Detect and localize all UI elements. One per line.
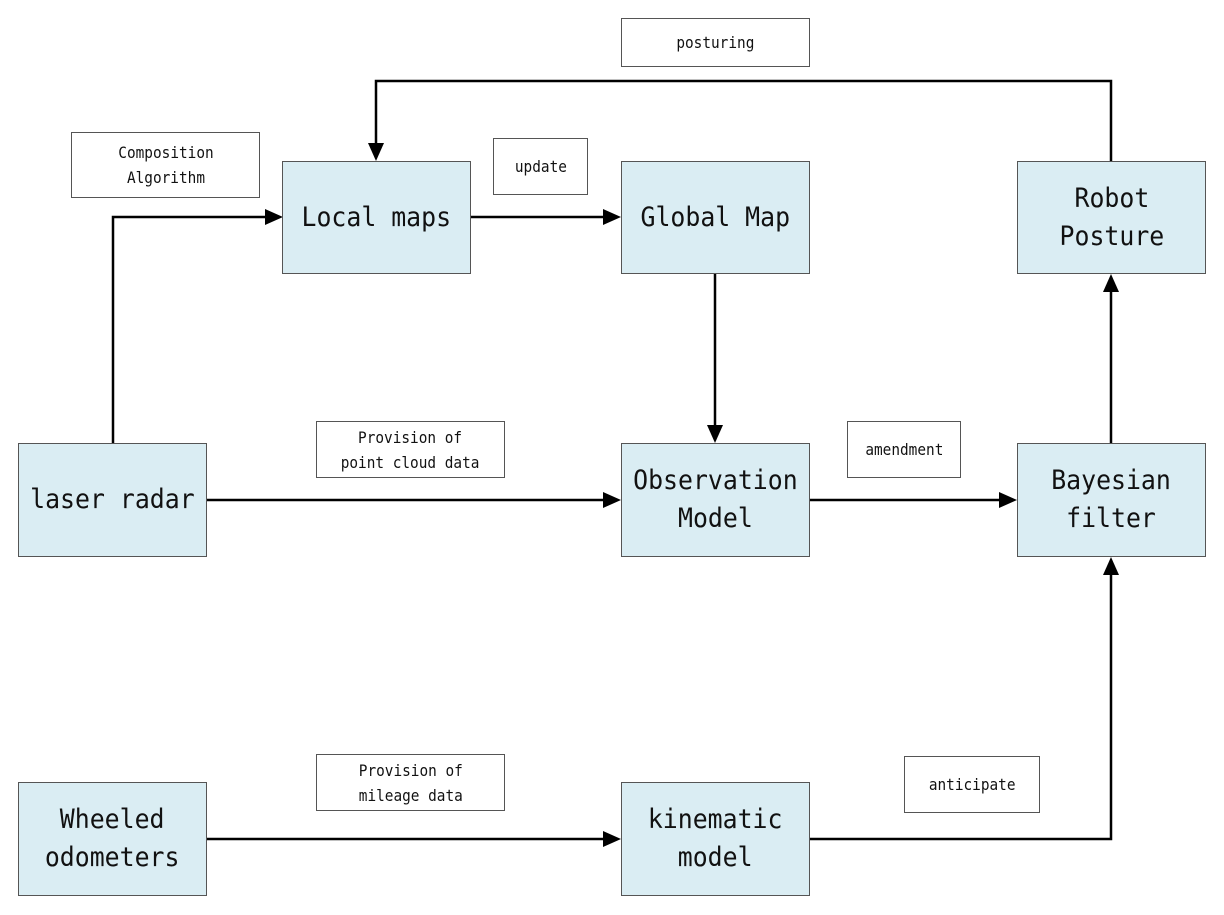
label-mileage-text: Provision of mileage data <box>358 760 463 805</box>
label-point-cloud: Provision of point cloud data <box>316 421 505 478</box>
node-kinematic-model[interactable]: kinematic model <box>621 782 810 896</box>
label-composition-algorithm: Composition Algorithm <box>71 132 260 198</box>
arrowhead-bayesian-filter-left <box>999 492 1017 508</box>
edge-laser-radar-to-local-maps <box>111 215 270 443</box>
label-point-cloud-text: Provision of point cloud data <box>341 427 480 472</box>
arrowhead-global-map-left <box>603 209 621 225</box>
node-laser-radar[interactable]: laser radar <box>18 443 207 557</box>
label-anticipate: anticipate <box>904 756 1040 813</box>
node-wheeled-odometers-text: Wheeled odometers <box>45 804 180 873</box>
arrowhead-observation-model-left <box>603 492 621 508</box>
edge-kinematic-model-to-bayesian-filter <box>810 570 1113 841</box>
edge-robot-posture-to-local-maps <box>374 79 1113 161</box>
arrowhead-observation-model-top <box>707 425 723 443</box>
arrowhead-local-maps-left <box>265 209 283 225</box>
node-local-maps[interactable]: Local maps <box>282 161 471 274</box>
node-robot-posture[interactable]: Robot Posture <box>1017 161 1206 274</box>
label-update: update <box>493 138 588 195</box>
arrowhead-bayesian-filter-bottom <box>1103 557 1119 575</box>
label-posturing: posturing <box>621 18 810 67</box>
node-robot-posture-text: Robot Posture <box>1059 182 1164 252</box>
node-observation-model[interactable]: Observation Model <box>621 443 810 557</box>
label-composition-algorithm-text: Composition Algorithm <box>117 143 214 187</box>
node-global-map[interactable]: Global Map <box>621 161 810 274</box>
node-observation-model-text: Observation Model <box>633 465 798 534</box>
node-bayesian-filter[interactable]: Bayesian filter <box>1017 443 1206 557</box>
node-bayesian-filter-text: Bayesian filter <box>1051 465 1172 534</box>
label-update-text: update <box>514 157 567 176</box>
node-wheeled-odometers[interactable]: Wheeled odometers <box>18 782 207 896</box>
node-kinematic-model-text: kinematic model <box>648 804 783 873</box>
node-global-map-text: Global Map <box>640 201 791 233</box>
arrowhead-local-maps-top <box>368 143 384 161</box>
arrowhead-robot-posture-bottom <box>1103 274 1119 292</box>
arrowhead-kinematic-model-left <box>603 831 621 847</box>
label-anticipate-text: anticipate <box>928 775 1016 794</box>
label-posturing-text: posturing <box>676 33 755 52</box>
label-amendment: amendment <box>847 421 961 478</box>
node-local-maps-text: Local maps <box>301 201 452 233</box>
label-amendment-text: amendment <box>864 440 944 459</box>
label-mileage: Provision of mileage data <box>316 754 505 811</box>
node-laser-radar-text: laser radar <box>30 484 195 515</box>
